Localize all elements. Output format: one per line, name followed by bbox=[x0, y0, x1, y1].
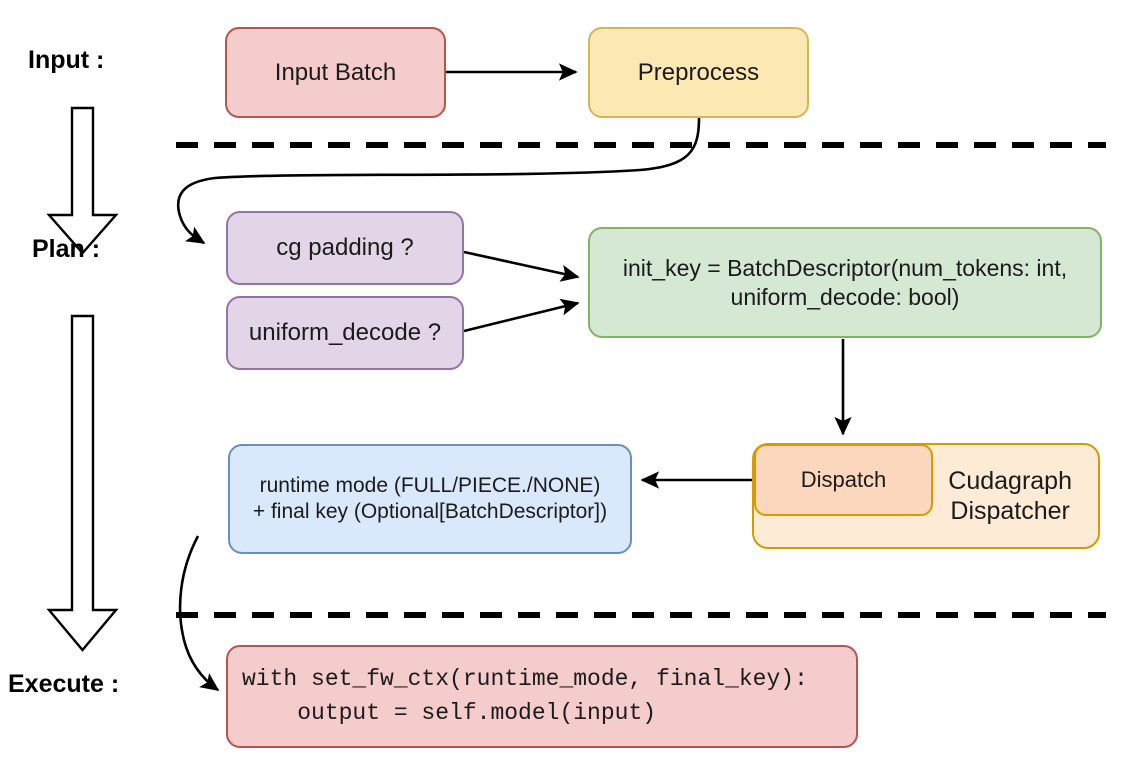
node-runtime-mode[interactable]: runtime mode (FULL/PIECE./NONE) + final … bbox=[228, 444, 632, 554]
arrow-uniform-decode-to-init-key bbox=[463, 298, 580, 333]
node-preprocess[interactable]: Preprocess bbox=[588, 27, 809, 118]
node-uniform-decode-label: uniform_decode ? bbox=[248, 319, 442, 347]
node-input-batch[interactable]: Input Batch bbox=[225, 27, 446, 118]
arrow-cg-padding-to-init-key bbox=[463, 250, 580, 282]
node-cudagraph-dispatcher-label: Cudagraph Dispatcher bbox=[948, 466, 1072, 526]
node-runtime-mode-label: runtime mode (FULL/PIECE./NONE) + final … bbox=[252, 474, 608, 523]
node-dispatch[interactable]: Dispatch bbox=[754, 444, 933, 516]
node-dispatch-label: Dispatch bbox=[800, 466, 887, 492]
arrow-preprocess-to-cg-padding bbox=[176, 117, 701, 245]
stage-label-execute: Execute : bbox=[8, 670, 120, 698]
node-input-batch-label: Input Batch bbox=[274, 58, 397, 86]
node-cg-padding-label: cg padding ? bbox=[276, 234, 414, 262]
node-execute-code-label: with set_fw_ctx(runtime_mode, final_key)… bbox=[242, 666, 808, 726]
node-uniform-decode[interactable]: uniform_decode ? bbox=[226, 296, 464, 370]
node-execute-code[interactable]: with set_fw_ctx(runtime_mode, final_key)… bbox=[226, 645, 858, 748]
stage-label-plan: Plan : bbox=[32, 235, 101, 263]
node-cg-padding[interactable]: cg padding ? bbox=[226, 211, 464, 285]
node-preprocess-label: Preprocess bbox=[637, 58, 760, 86]
plan-to-execute-stage-arrow bbox=[46, 314, 119, 652]
node-init-key-label: init_key = BatchDescriptor(num_tokens: i… bbox=[622, 255, 1068, 310]
input-to-plan-stage-arrow bbox=[46, 106, 119, 255]
stage-label-input: Input : bbox=[28, 46, 105, 74]
node-init-key[interactable]: init_key = BatchDescriptor(num_tokens: i… bbox=[588, 227, 1102, 338]
arrow-runtime-mode-to-execute-code bbox=[178, 535, 220, 692]
